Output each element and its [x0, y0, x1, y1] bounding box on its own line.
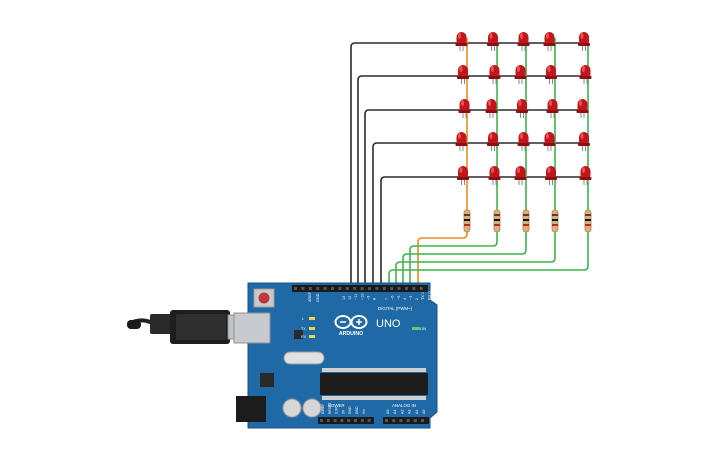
digital-pin-label: 8	[373, 298, 377, 300]
analog-header[interactable]	[383, 417, 429, 424]
on-label: ON	[420, 326, 426, 331]
red-led[interactable]	[543, 32, 556, 51]
red-led[interactable]	[516, 99, 528, 118]
digital-pin-label: ~10	[360, 294, 364, 300]
power-jack[interactable]	[236, 396, 266, 422]
power-pin-label: RESET	[328, 403, 332, 414]
digital-pin-label: ~5	[397, 296, 401, 300]
red-led[interactable]	[457, 65, 469, 84]
resistor[interactable]	[493, 209, 501, 233]
analog-pin-label: A2	[400, 410, 404, 414]
analog-pin-label: A5	[422, 410, 426, 414]
red-led[interactable]	[546, 99, 559, 118]
red-led[interactable]	[543, 132, 556, 151]
tx-label: TX	[301, 327, 306, 331]
red-led[interactable]	[487, 132, 499, 151]
analog-pin-label: A0	[386, 410, 390, 414]
digital-pin-label: 7	[385, 298, 389, 300]
digital-pin-label: ~6	[391, 296, 395, 300]
red-led[interactable]	[514, 166, 527, 185]
row-wire[interactable]	[380, 176, 584, 287]
wires	[350, 38, 589, 287]
digital-pin-label: 12	[348, 296, 352, 300]
row-wire[interactable]	[364, 109, 584, 287]
red-led[interactable]	[545, 65, 557, 84]
analog-label: ANALOG IN	[392, 403, 416, 408]
power-pin-label: Vin	[362, 409, 366, 414]
digital-label: DIGITAL (PWM~)	[378, 306, 413, 311]
row-wire[interactable]	[350, 42, 584, 287]
resistors	[463, 209, 592, 233]
digital-pin-label: TX 1	[421, 292, 425, 300]
power-pin-label: GND	[355, 406, 359, 414]
header-pin-label: AREF	[308, 291, 312, 302]
analog-pin-label: A4	[415, 410, 419, 414]
arduino-logo-icon	[334, 315, 368, 329]
resistor[interactable]	[551, 209, 559, 233]
analog-pin-label: A3	[408, 410, 412, 414]
led-matrix	[455, 32, 592, 185]
analog-pin-label: A1	[393, 410, 397, 414]
digital-pin-label: 4	[403, 298, 407, 300]
l-label: L	[302, 317, 304, 321]
digital-header[interactable]	[292, 285, 428, 292]
digital-pin-label: ~11	[354, 294, 358, 300]
red-led[interactable]	[488, 65, 501, 84]
column-wire[interactable]	[417, 232, 468, 287]
red-led[interactable]	[458, 99, 471, 118]
header-pin-label: GND	[316, 293, 320, 302]
reset-button[interactable]	[258, 292, 270, 304]
column-wire[interactable]	[409, 232, 498, 287]
column-wire[interactable]	[395, 232, 556, 287]
row-wire[interactable]	[357, 75, 584, 287]
resistor[interactable]	[522, 209, 530, 233]
resistor[interactable]	[584, 209, 592, 233]
red-led[interactable]	[455, 32, 468, 51]
digital-pin-label: ~3	[409, 296, 413, 300]
power-pin-label: GND	[348, 406, 352, 414]
red-led[interactable]	[579, 166, 592, 185]
model-label: UNO	[376, 318, 401, 330]
row-wire[interactable]	[372, 142, 584, 287]
power-label: POWER	[328, 403, 345, 408]
red-led[interactable]	[545, 166, 557, 185]
red-led[interactable]	[455, 132, 468, 151]
red-led[interactable]	[487, 32, 499, 51]
digital-pin-label: 13	[342, 296, 346, 300]
red-led[interactable]	[576, 99, 589, 118]
red-led[interactable]	[514, 65, 527, 84]
brand-label: ARDUINO	[339, 331, 363, 337]
red-led[interactable]	[578, 132, 590, 151]
arduino-uno-board[interactable]: ARDUINO UNO ON TX RX L DIGITAL (PWM~) PO…	[233, 282, 438, 429]
column-wire[interactable]	[402, 232, 527, 287]
red-led[interactable]	[517, 132, 530, 151]
power-header[interactable]	[318, 417, 374, 424]
microcontroller-chip	[320, 373, 428, 395]
digital-pin-label: ~9	[366, 296, 370, 300]
power-pin-label: 3.3V	[335, 406, 339, 414]
digital-pin-label: RX 0	[427, 292, 431, 300]
red-led[interactable]	[485, 99, 498, 118]
column-wire[interactable]	[388, 232, 589, 287]
red-led[interactable]	[578, 32, 590, 51]
red-led[interactable]	[517, 32, 530, 51]
red-led[interactable]	[457, 166, 469, 185]
usb-cable[interactable]	[127, 310, 259, 344]
red-led[interactable]	[579, 65, 592, 84]
power-pin-label: IOREF	[321, 404, 325, 414]
digital-pin-label: 2	[415, 298, 419, 300]
rx-label: RX	[301, 335, 307, 339]
resistor[interactable]	[463, 209, 471, 233]
red-led[interactable]	[488, 166, 501, 185]
power-pin-label: 5V	[341, 409, 345, 414]
